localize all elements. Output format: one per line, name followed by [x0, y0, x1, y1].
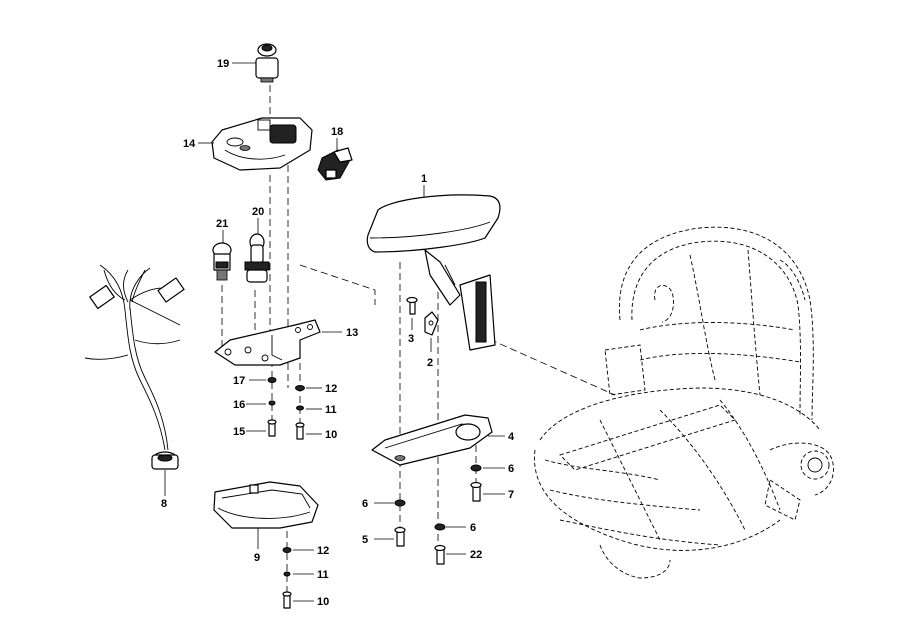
callout-17: 17: [233, 375, 245, 387]
part-13-mounting-bracket: [214, 319, 321, 366]
callout-1: 1: [421, 173, 427, 185]
callout-12-upper: 12: [325, 383, 337, 395]
callout-12-lower: 12: [317, 545, 329, 557]
callout-8: 8: [161, 498, 167, 510]
leader-lines: [164, 62, 505, 602]
callout-labels: 19 14 18 1 21 20 13 3 2 17 16 15 12 11 1…: [161, 58, 515, 608]
callout-15: 15: [233, 426, 245, 438]
part-18-rocker-switch: [317, 147, 353, 181]
part-1-armrest: [366, 194, 501, 351]
seat-outline: [534, 226, 834, 579]
callout-11-lower: 11: [317, 569, 329, 581]
part-20-joystick: [244, 233, 270, 283]
right-fasteners: [394, 464, 482, 565]
callout-19: 19: [217, 58, 229, 70]
callout-21: 21: [216, 218, 228, 230]
part-8-wiring-harness: [84, 264, 185, 470]
callout-2: 2: [427, 357, 433, 369]
callout-20: 20: [252, 206, 264, 218]
part-9-lower-tray: [213, 481, 319, 529]
callout-9: 9: [254, 552, 260, 564]
callout-14: 14: [183, 138, 196, 150]
part-4-bottom-cover: [371, 414, 493, 466]
assembly-axis-lines: [221, 85, 616, 600]
callout-10-lower: 10: [317, 596, 329, 608]
callout-11-upper: 11: [325, 404, 337, 416]
lower-left-fasteners: [282, 547, 292, 609]
callout-4: 4: [508, 431, 515, 443]
callout-6-lower: 6: [470, 522, 476, 534]
callout-18: 18: [331, 126, 343, 138]
callout-3: 3: [408, 333, 414, 345]
callout-22: 22: [470, 549, 482, 561]
part-19-push-button: [255, 43, 279, 83]
callout-16: 16: [233, 399, 245, 411]
callout-10-upper: 10: [325, 429, 337, 441]
left-fasteners: [267, 377, 305, 440]
callout-7: 7: [508, 489, 514, 501]
callout-5: 5: [362, 534, 368, 546]
part-3-screw-and-part-2-plate: [406, 296, 439, 336]
callout-6-right: 6: [508, 463, 514, 475]
part-14-control-housing: [211, 117, 313, 171]
part-21-selector-switch: [212, 242, 232, 281]
callout-13: 13: [346, 327, 358, 339]
callout-6-middle: 6: [362, 498, 368, 510]
